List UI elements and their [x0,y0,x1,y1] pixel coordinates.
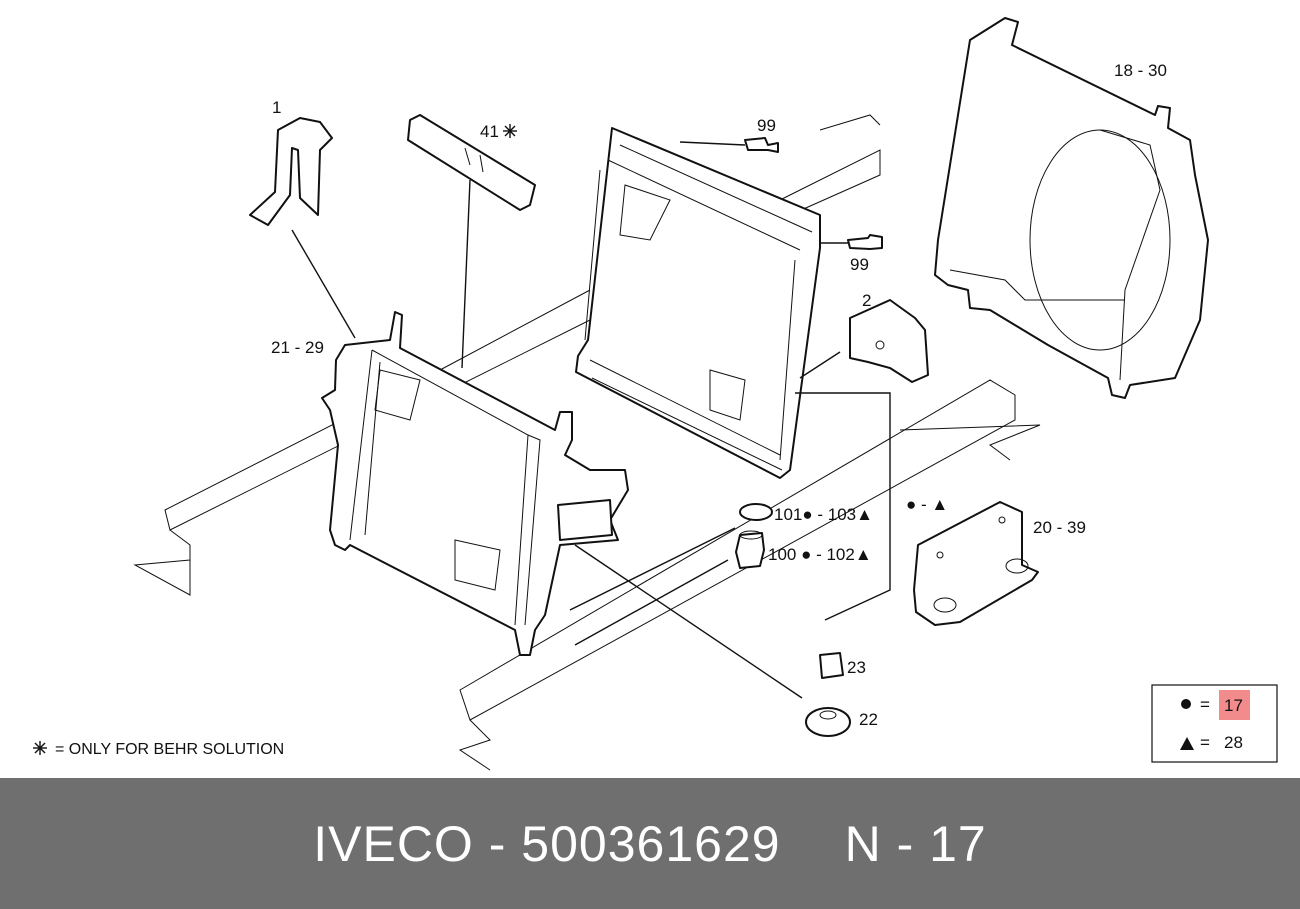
part-99-bolt-top [744,137,779,153]
leader-41 [461,179,471,369]
label-part-99-top: 99 [757,116,776,135]
part-23-cap [819,652,844,679]
leader-22 [574,544,803,699]
part-22-grommet [805,707,851,737]
label-part-1: 1 [272,98,281,117]
part-number: 500361629 [521,815,781,872]
label-part-18-30: 18 - 30 [1114,61,1167,80]
label-part-22: 22 [859,710,878,729]
leader-2-down [795,392,891,621]
label-part-99-right: 99 [850,255,869,274]
part-1-bracket [249,117,333,226]
chassis-rails [133,114,1041,771]
asterisk-icon [503,124,517,138]
part-100-plug [735,530,765,569]
exploded-parts-diagram: 1 41 99 99 18 - 30 21 - 29 2 101● - 103▲… [33,17,1278,771]
part-41-hose [407,114,536,211]
part-fan-shroud [934,17,1209,399]
label-part-23: 23 [847,658,866,677]
part-101-seal [739,503,773,521]
legend-highlight [1219,690,1250,720]
part-2-bracket [849,299,929,383]
part-99-bolt-right [847,234,883,250]
page-reference: N - 17 [844,815,987,872]
label-part-101-103: 101● - 103▲ [774,505,873,524]
asterisk-icon [33,741,47,755]
part-20-39-bracket [913,501,1039,626]
footer-title: IVECO - 500361629 N - 17 [0,778,1300,909]
legend-circle-value: 17 [1224,696,1243,715]
legend-equals-circle: = [1200,695,1210,714]
leader-99a [679,141,746,146]
part-radiator [575,127,821,479]
label-part-20-39: 20 - 39 [1033,518,1086,537]
legend-triangle-value: 28 [1224,733,1243,752]
label-part-100-102: 100 ● - 102▲ [768,545,872,564]
behr-solution-note: = ONLY FOR BEHR SOLUTION [55,741,284,758]
brand-name: IVECO [313,815,474,872]
leader-101 [569,527,736,611]
footer-bar: IVECO - 500361629 N - 17 [0,778,1300,909]
label-part-2: 2 [862,291,871,310]
leader-2 [799,351,841,379]
label-part-dot-triangle: ● - ▲ [906,495,948,514]
leader-1 [291,229,356,339]
legend-box: = 17 = 28 [1151,684,1278,763]
legend-equals-triangle: = [1200,733,1210,752]
leader-100 [574,559,729,646]
label-part-21-29: 21 - 29 [271,338,324,357]
part-intercooler [321,311,629,656]
triangle-icon [1180,737,1194,750]
circle-icon [1181,699,1191,709]
label-part-41: 41 [480,122,499,141]
footer-separator: - [488,815,507,872]
